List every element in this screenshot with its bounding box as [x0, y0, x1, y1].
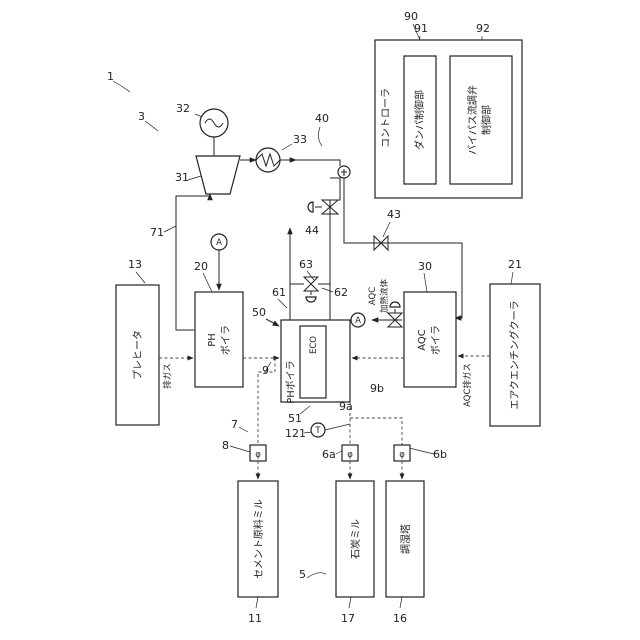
- ref-cooler: 21: [508, 258, 522, 271]
- ref-mill-cement: 11: [248, 612, 262, 625]
- ref-valve6b: 6b: [433, 448, 447, 461]
- valve63-icon: [304, 277, 318, 291]
- ref-generator: 32: [176, 102, 190, 115]
- ref-plant: 3: [138, 110, 145, 123]
- leader-coal-mill: [349, 597, 351, 608]
- ref-turbine: 31: [175, 171, 189, 184]
- ref-valve63: 63: [299, 258, 313, 271]
- duct9b: [350, 418, 402, 445]
- ref-line44: 44: [305, 224, 319, 237]
- aqc-heat-label-1: AQC: [368, 287, 378, 305]
- bypass-ctrl-label-1: バイパス流調弁: [466, 85, 479, 155]
- damper-ctrl-label: ダンパ制御部: [413, 90, 426, 150]
- valve63-actuator-icon: [306, 297, 316, 302]
- leader-line71: [164, 226, 176, 232]
- line40: [296, 160, 340, 166]
- ph-boiler-label-2: ボイラ: [220, 325, 232, 355]
- ph-boiler-label-1: PH: [207, 333, 218, 347]
- ref-line71: 71: [150, 226, 164, 239]
- damper-6b-symbol: φ: [399, 450, 405, 460]
- ref-temp-sensor: 121: [285, 427, 306, 440]
- leader-system: [113, 81, 130, 92]
- bypass-ctrl-label-2: 制御部: [480, 105, 493, 135]
- damper-6a-symbol: φ: [347, 450, 353, 460]
- eco-label: ECO: [309, 336, 319, 354]
- cement-mill-label: セメント原料ミル: [252, 499, 265, 579]
- ref-valve62: 62: [334, 286, 348, 299]
- leader-valve43: [383, 222, 390, 237]
- leader-line7: [239, 427, 248, 432]
- ref-system: 1: [107, 70, 114, 83]
- ref-humid-tower: 16: [393, 612, 407, 625]
- ref-condenser: 33: [293, 133, 307, 146]
- leader-plant: [145, 121, 158, 131]
- ref-line40: 40: [315, 112, 329, 125]
- bypass-ctrl-box: [450, 56, 512, 184]
- ref-line61: 61: [272, 286, 286, 299]
- damper-8-symbol: φ: [255, 450, 261, 460]
- temp-sensor-link: [325, 424, 350, 430]
- valve-aqc-actuator-icon: [390, 302, 400, 307]
- leader-eco: [300, 406, 310, 414]
- aqc-boiler-label-1: AQC: [417, 329, 428, 351]
- valve-44-actuator-icon: [308, 202, 313, 212]
- controller-label: コントローラ: [380, 88, 392, 148]
- humid-tower-label: 調湿塔: [399, 524, 412, 554]
- turbine-icon: [196, 156, 240, 194]
- ref-unit5: 5: [299, 568, 306, 581]
- meter-a-ph-label: A: [216, 238, 222, 248]
- ph-boiler-box: [195, 292, 243, 387]
- ref-damper-ctrl: 91: [414, 22, 428, 35]
- ref-aqc-boiler: 30: [418, 260, 432, 273]
- ref-duct9b: 9b: [370, 382, 384, 395]
- leader-mill-cement: [256, 597, 258, 608]
- aqc-boiler-box: [404, 292, 456, 387]
- ref-bypass-ctrl: 92: [476, 22, 490, 35]
- ref-preheater: 13: [128, 258, 142, 271]
- leader-humid-tower: [400, 597, 402, 608]
- ref-line7: 7: [231, 418, 238, 431]
- ph-boiler-small-label: PHボイラ: [285, 360, 297, 404]
- leader-aqc-boiler: [424, 273, 427, 292]
- ref-valve8: 8: [222, 439, 229, 452]
- leader-turbine: [188, 176, 201, 180]
- ref-valve43: 43: [387, 208, 401, 221]
- cooler-label: エアクエンチングクーラ: [508, 300, 521, 409]
- leader-ph-boiler-small: [266, 319, 279, 326]
- aqc-exhaust-label: AQC排ガス: [462, 363, 473, 407]
- ref-coal-mill: 17: [341, 612, 355, 625]
- leader-line40: [318, 127, 322, 146]
- leader-valve8: [230, 446, 250, 452]
- aqc-heat-label-2: 加熱流体: [379, 279, 390, 314]
- meter-a-aqc-label: A: [355, 316, 361, 326]
- ref-duct9: 9: [262, 364, 269, 377]
- leader-ph-boiler: [203, 273, 212, 292]
- preheater-label: プレヒータ: [132, 330, 144, 380]
- leader-unit5: [307, 573, 326, 578]
- ref-ph-boiler: 20: [194, 260, 208, 273]
- ref-eco: 51: [288, 412, 302, 425]
- leader-cooler: [511, 272, 513, 284]
- exhaust-gas-label: 排ガス: [162, 363, 173, 389]
- leader-condenser: [282, 144, 292, 150]
- leader-valve63: [307, 271, 314, 280]
- temp-sensor-label: T: [314, 426, 321, 436]
- ref-ph-boiler-small: 50: [252, 306, 266, 319]
- leader-valve62: [322, 288, 333, 292]
- coal-mill-label: 石炭ミル: [350, 519, 362, 559]
- leader-line61: [278, 299, 287, 308]
- ref-valve6a: 6a: [322, 448, 336, 461]
- leader-valve6b: [409, 448, 434, 454]
- aqc-boiler-label-2: ボイラ: [430, 325, 442, 355]
- leader-preheater: [136, 272, 145, 283]
